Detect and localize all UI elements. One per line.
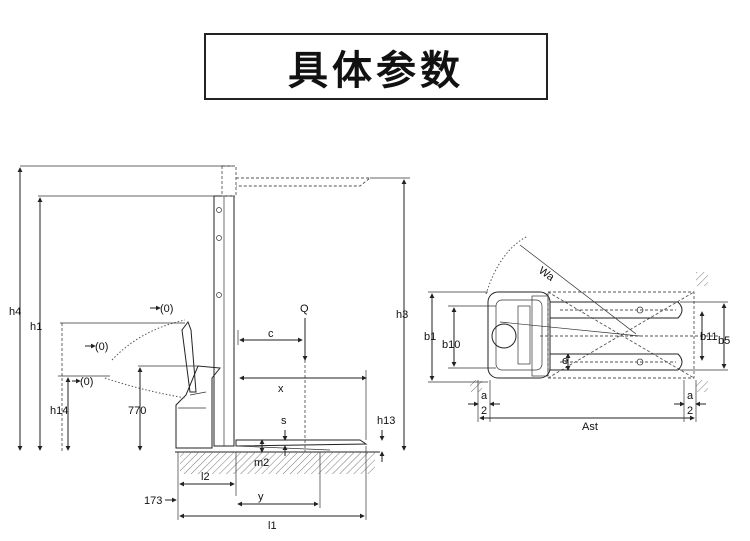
page-title: 具体参数: [288, 47, 464, 94]
label-h4: h4: [9, 306, 21, 318]
label-wa: Wa: [536, 265, 557, 285]
label-ast: Ast: [582, 421, 598, 433]
label-b10: b10: [442, 339, 460, 351]
label-a-left: a: [481, 390, 488, 402]
label-y: y: [258, 491, 264, 503]
label-two-left: 2: [481, 405, 487, 417]
label-m2: m2: [254, 457, 269, 469]
fork-upper: [549, 301, 683, 319]
fork: [235, 439, 368, 447]
label-e: e: [562, 355, 568, 367]
drive-wheel: [491, 323, 517, 349]
chassis: [487, 291, 551, 379]
page-title-box: 具体参数: [204, 33, 548, 100]
side-view: h4 h1 h14 770 (0) (0) (0) Q c x s: [9, 165, 410, 532]
label-c: c: [268, 328, 274, 340]
label-s: s: [281, 415, 287, 427]
label-b1: b1: [424, 331, 436, 343]
fork-raised: [236, 177, 372, 187]
label-angle-top: (0): [160, 303, 173, 315]
mast-extended: [221, 165, 237, 197]
label-two-right: 2: [687, 405, 693, 417]
label-angle-mid: (0): [95, 341, 108, 353]
label-angle-low: (0): [80, 376, 93, 388]
label-173: 173: [144, 495, 162, 507]
top-view: Wa b1 b10 e b11 b5 a 2 a 2: [424, 235, 730, 433]
tiller: [181, 320, 197, 393]
truck-body: [175, 365, 221, 449]
label-h1: h1: [30, 321, 42, 333]
label-l2: l2: [201, 471, 210, 483]
label-h3: h3: [396, 309, 408, 321]
label-770: 770: [128, 405, 146, 417]
label-x: x: [278, 383, 284, 395]
label-q: Q: [300, 303, 309, 315]
label-h14: h14: [50, 405, 68, 417]
label-a-right: a: [687, 390, 694, 402]
label-b5: b5: [718, 335, 730, 347]
ground-hatch: [180, 452, 375, 474]
label-h13: h13: [377, 415, 395, 427]
label-b11: b11: [700, 331, 718, 343]
label-l1: l1: [268, 520, 277, 532]
fork-lower: [549, 353, 683, 371]
